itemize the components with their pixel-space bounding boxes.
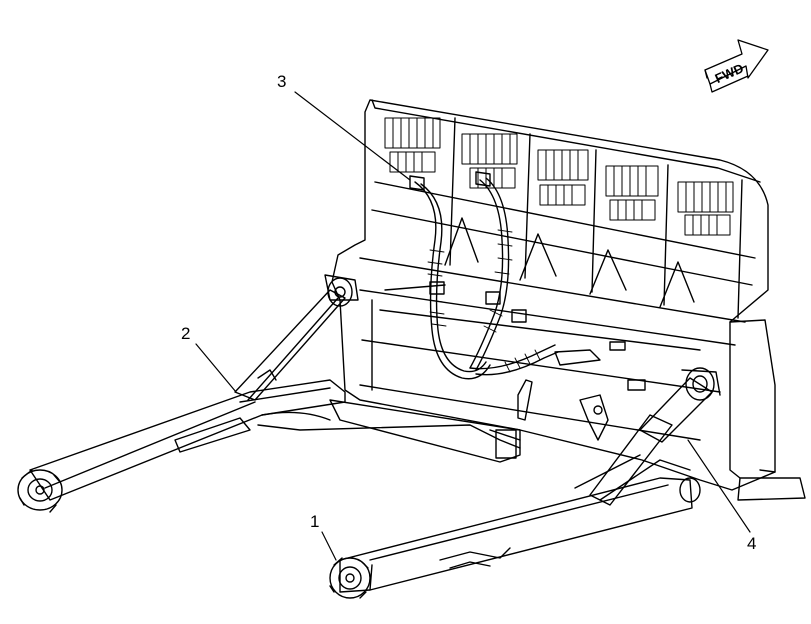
center-beam (329, 399, 521, 463)
callout-1: 1 (310, 512, 320, 531)
left-push-arm (17, 379, 521, 513)
callout-2: 2 (181, 324, 191, 343)
leader-lines (195, 91, 751, 561)
hydraulic-hoses (409, 171, 559, 380)
blade-brackets (384, 284, 646, 441)
leader-line-3 (294, 91, 411, 181)
callout-4: 4 (747, 534, 757, 553)
leader-line-4 (687, 439, 751, 533)
leader-line-1 (321, 531, 337, 561)
tilt-cylinder (589, 367, 721, 506)
fwd-arrow-icon (704, 39, 769, 93)
blade-moldboard (331, 99, 806, 501)
right-push-arm (329, 454, 701, 599)
left-brace (234, 274, 359, 401)
leader-line-2 (195, 343, 237, 393)
callout-3: 3 (277, 72, 287, 91)
